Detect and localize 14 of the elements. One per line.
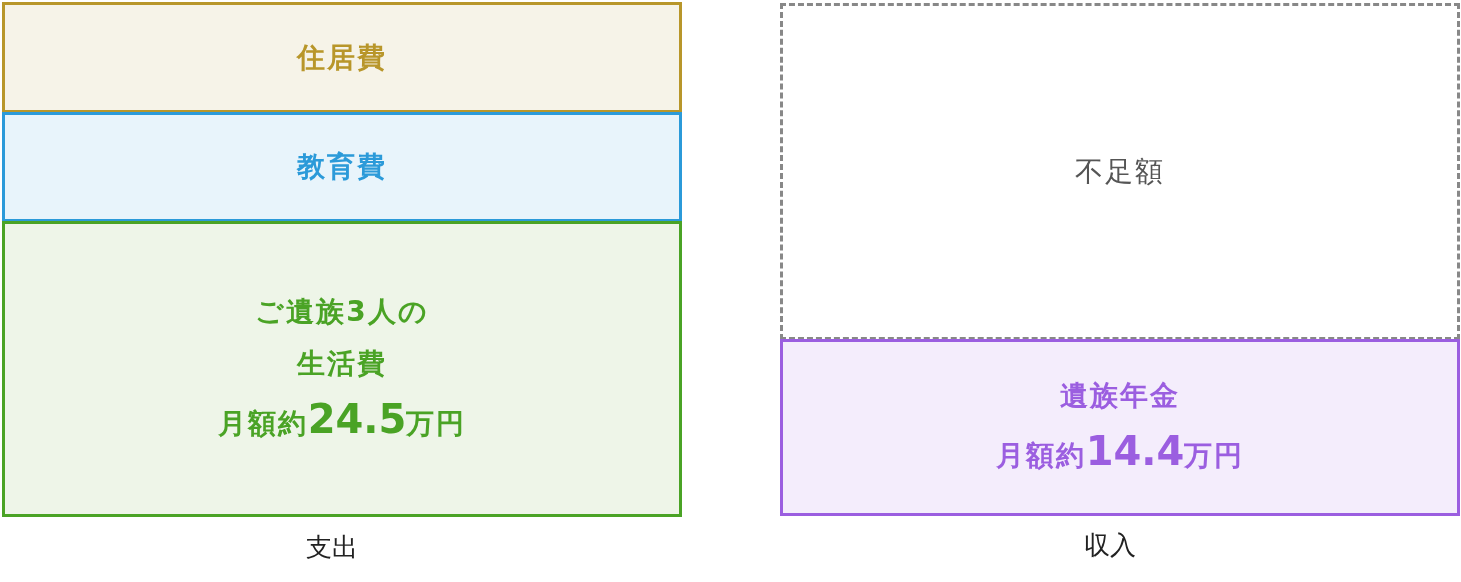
column-label: 収入 <box>1083 529 1137 562</box>
expense-block <box>2 221 682 517</box>
shortfall-block <box>780 3 1460 340</box>
income-block <box>780 339 1460 516</box>
block-label: 教育費 <box>297 149 387 185</box>
column-label: 支出 <box>305 531 359 564</box>
block-label: 遺族年金 <box>1060 378 1180 414</box>
expense-block <box>2 2 682 113</box>
block-label: 住居費 <box>297 39 387 76</box>
amount-label: 月額約24.5万円 <box>217 394 467 444</box>
expense-block <box>2 112 682 222</box>
block-label: ご遺族3人の生活費 <box>254 293 430 382</box>
block-label: 不足額 <box>1075 153 1165 190</box>
amount-label: 月額約14.4万円 <box>995 427 1245 476</box>
